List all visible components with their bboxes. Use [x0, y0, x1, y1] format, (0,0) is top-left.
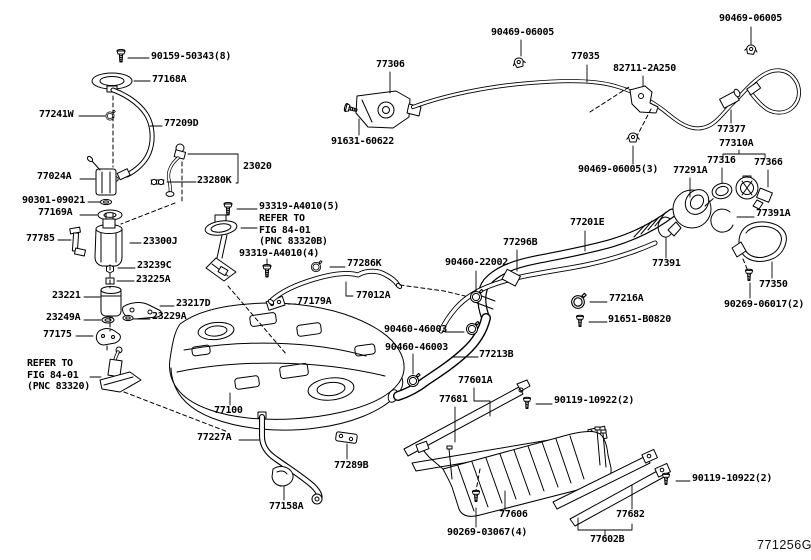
part-label-77012A: 77012A	[356, 290, 391, 301]
part-label-77035: 77035	[571, 51, 600, 62]
part-label-77601A: 77601A	[458, 375, 493, 386]
note-refer-fig-84-01-pnc-83320B: REFER TO FIG 84-01 (PNC 83320B)	[259, 213, 328, 248]
note-line: REFER TO	[27, 358, 73, 369]
part-label-77377: 77377	[717, 124, 746, 135]
part-label-91651-B0820: 91651-B0820	[608, 314, 671, 325]
part-label-77291A: 77291A	[673, 165, 708, 176]
part-label-77310A: 77310A	[719, 138, 754, 149]
clip-icon	[511, 56, 527, 69]
part-label-90119-10922-a: 90119-10922(2)	[554, 395, 635, 406]
part-label-77158A: 77158A	[269, 501, 304, 512]
part-label-90301-09021: 90301-09021	[22, 195, 85, 206]
part-label-77201E: 77201E	[570, 217, 605, 228]
part-label-90269-03067: 90269-03067(4)	[447, 527, 528, 538]
leader-lines	[57, 26, 773, 537]
part-label-23217D: 23217D	[176, 298, 211, 309]
part-label-77391A: 77391A	[756, 208, 791, 219]
note-line: (PNC 83320)	[27, 381, 90, 392]
part-label-77391: 77391	[652, 258, 681, 269]
part-label-90159-50343: 90159-50343(8)	[151, 51, 232, 62]
part-label-23020: 23020	[243, 161, 272, 172]
part-label-23300J: 23300J	[143, 236, 178, 247]
fuel-sender-gauge	[204, 202, 272, 282]
part-label-77296B: 77296B	[503, 237, 538, 248]
part-label-82711-2A250: 82711-2A250	[613, 63, 676, 74]
screw-icon	[744, 268, 754, 281]
part-label-90469-06005-c: 90469-06005(3)	[578, 164, 659, 175]
note-line: REFER TO	[259, 213, 305, 224]
fuel-pump-filter-stack	[69, 49, 162, 393]
filler-cap-lid-parts	[657, 175, 787, 281]
part-label-90119-10922-b: 90119-10922(2)	[692, 473, 773, 484]
part-label-77602B: 77602B	[590, 534, 625, 545]
part-label-77227A: 77227A	[197, 432, 232, 443]
part-label-90460-46003-a: 90460-46003	[384, 324, 447, 335]
part-label-91631-60622: 91631-60622	[331, 136, 394, 147]
part-label-93319-A4010-5: 93319-A4010(5)	[259, 201, 340, 212]
part-label-93319-A4010-4: 93319-A4010(4)	[239, 248, 320, 259]
breather-hose-brackets	[257, 411, 358, 505]
part-label-23280K: 23280K	[197, 175, 232, 186]
filler-pipe-assembly	[393, 189, 712, 401]
bolt-icon	[262, 264, 272, 278]
part-label-77289B: 77289B	[334, 460, 369, 471]
fuel-pickup-tube	[150, 143, 187, 197]
part-label-23239C: 23239C	[137, 260, 172, 271]
part-label-77169A: 77169A	[38, 207, 73, 218]
clamp-icon	[105, 109, 116, 121]
part-label-77175: 77175	[43, 329, 72, 340]
lid-lock-cable-assembly	[343, 43, 801, 143]
heat-shield	[415, 426, 612, 517]
part-label-90460-46003-b: 90460-46003	[385, 342, 448, 353]
part-label-77350: 77350	[759, 279, 788, 290]
part-label-77213B: 77213B	[479, 349, 514, 360]
part-label-77681: 77681	[439, 394, 468, 405]
part-label-77785: 77785	[26, 233, 55, 244]
part-label-90269-06017: 90269-06017(2)	[724, 299, 805, 310]
vent-tube-assembly	[265, 260, 403, 311]
bolt-icon	[223, 202, 233, 216]
part-label-90460-22002: 90460-22002	[445, 257, 508, 268]
part-label-77366: 77366	[754, 157, 783, 168]
figure-code: 771256G	[757, 538, 811, 552]
part-label-23249A: 23249A	[46, 312, 81, 323]
part-label-77209D: 77209D	[164, 118, 199, 129]
part-label-77306: 77306	[376, 59, 405, 70]
note-refer-fig-84-01-pnc-83320: REFER TO FIG 84-01 (PNC 83320)	[27, 358, 90, 393]
part-label-90469-06005-a: 90469-06005	[491, 27, 554, 38]
part-label-77168A: 77168A	[152, 74, 187, 85]
part-label-77606: 77606	[499, 509, 528, 520]
part-label-77286K: 77286K	[347, 258, 382, 269]
part-label-23229A: 23229A	[152, 311, 187, 322]
part-label-23221: 23221	[52, 290, 81, 301]
part-label-90469-06005-b: 90469-06005	[719, 13, 782, 24]
part-label-23225A: 23225A	[136, 274, 171, 285]
part-label-77682: 77682	[616, 509, 645, 520]
part-label-77241W: 77241W	[39, 109, 74, 120]
dashed-assembly-lines	[106, 86, 749, 492]
clip-icon	[743, 43, 759, 56]
bolt-icon	[522, 396, 532, 409]
fuel-tank-drawing	[169, 302, 405, 431]
note-line: FIG 84-01	[27, 369, 79, 381]
part-label-77216A: 77216A	[609, 293, 644, 304]
part-label-77316: 77316	[707, 155, 736, 166]
part-label-77024A: 77024A	[37, 171, 72, 182]
note-line: FIG 84-01	[259, 224, 311, 236]
bolt-icon	[575, 314, 585, 327]
protector-straps	[552, 448, 671, 527]
bolt-icon	[116, 49, 126, 63]
clamp-icon	[571, 292, 587, 309]
note-line: (PNC 83320B)	[259, 236, 328, 247]
clamp-icon	[310, 260, 323, 273]
part-label-77100: 77100	[214, 405, 243, 416]
part-label-77179A: 77179A	[297, 296, 332, 307]
bolt-icon	[661, 472, 671, 485]
